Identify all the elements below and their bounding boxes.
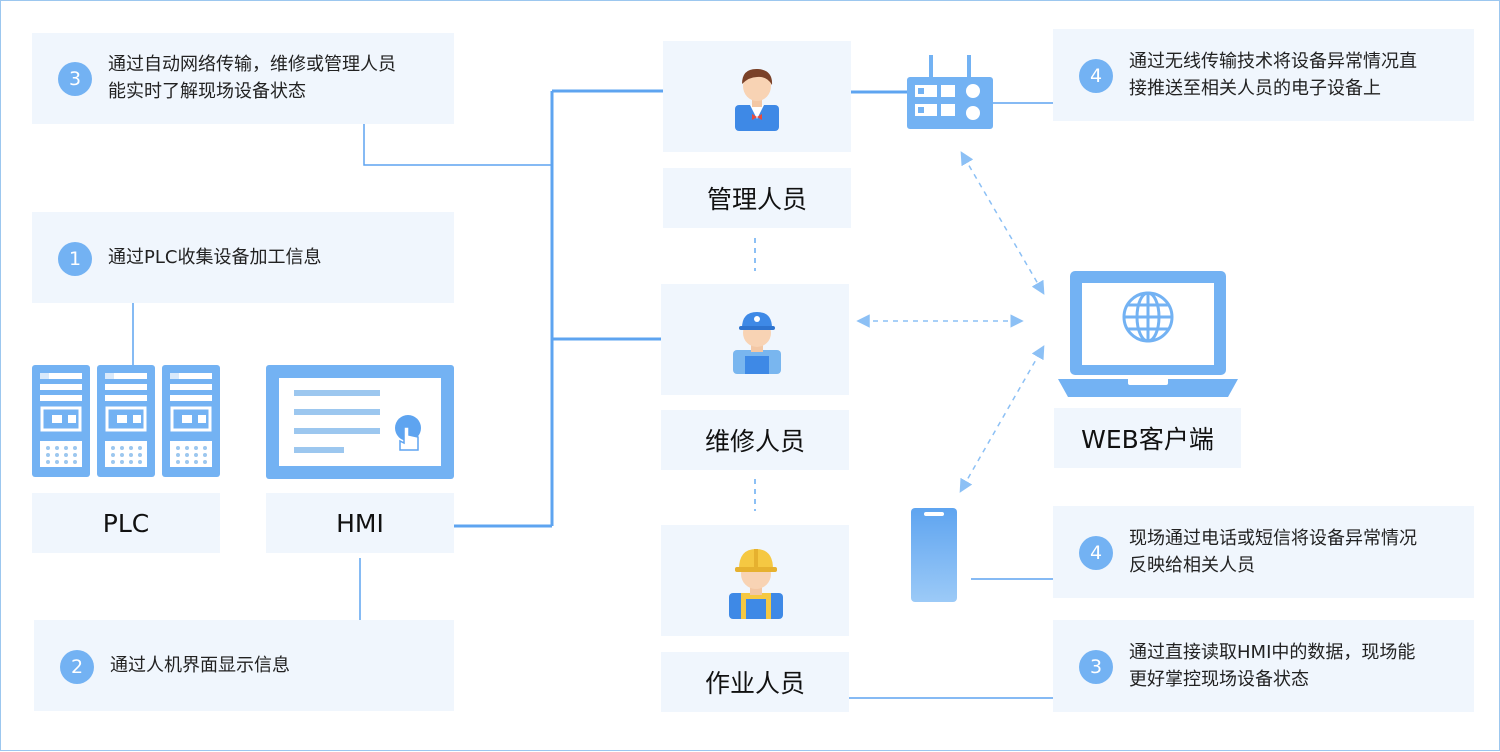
note-text: 通过自动网络传输，维修或管理人员 能实时了解现场设备状态	[108, 54, 396, 102]
plc-label: PLC	[32, 493, 220, 553]
phone-web-arrow	[959, 345, 1045, 493]
router-web-arrow	[960, 151, 1045, 295]
operator-icon-panel	[661, 525, 849, 636]
note-text: 通过无线传输技术将设备异常情况直 接推送至相关人员的电子设备上	[1129, 51, 1417, 99]
manager-label: 管理人员	[663, 168, 851, 228]
maintenance-label: 维修人员	[661, 410, 849, 470]
step-badge-2: 2	[60, 650, 94, 684]
note-plc-collect: 1 通过PLC收集设备加工信息	[32, 212, 454, 303]
smartphone-icon	[911, 508, 957, 602]
web-client-label: WEB客户端	[1054, 408, 1241, 468]
step-badge-3: 3	[58, 62, 92, 96]
note-text: 通过人机界面显示信息	[110, 655, 290, 676]
hmi-label: HMI	[266, 493, 454, 553]
note-wireless-push: 4 通过无线传输技术将设备异常情况直 接推送至相关人员的电子设备上	[1053, 29, 1474, 121]
note-text: 通过PLC收集设备加工信息	[108, 247, 322, 268]
note-hmi-read: 3 通过直接读取HMI中的数据，现场能 更好掌控现场设备状态	[1053, 620, 1474, 712]
step-badge-1: 1	[58, 242, 92, 276]
note-text: 通过直接读取HMI中的数据，现场能 更好掌控现场设备状态	[1129, 642, 1416, 690]
hmi-touch-screen-icon	[266, 365, 454, 479]
step-badge-4: 4	[1079, 59, 1113, 93]
operator-avatar-icon	[729, 549, 783, 619]
note-network-transmission: 3 通过自动网络传输，维修或管理人员 能实时了解现场设备状态	[32, 33, 454, 124]
maintenance-worker-avatar-icon	[733, 312, 781, 374]
manager-icon-panel	[663, 41, 851, 152]
manager-avatar-icon	[735, 68, 779, 131]
note-text: 现场通过电话或短信将设备异常情况 反映给相关人员	[1129, 528, 1417, 576]
server-rack-icon	[32, 365, 222, 477]
step-badge-3: 3	[1079, 650, 1113, 684]
wireless-router-icon	[907, 55, 993, 129]
note-hmi-display: 2 通过人机界面显示信息	[34, 620, 454, 711]
note-phone-report: 4 现场通过电话或短信将设备异常情况 反映给相关人员	[1053, 506, 1474, 598]
laptop-globe-icon	[1058, 271, 1238, 397]
step-badge-4: 4	[1079, 536, 1113, 570]
operator-label: 作业人员	[661, 652, 849, 712]
maintenance-icon-panel	[661, 284, 849, 395]
